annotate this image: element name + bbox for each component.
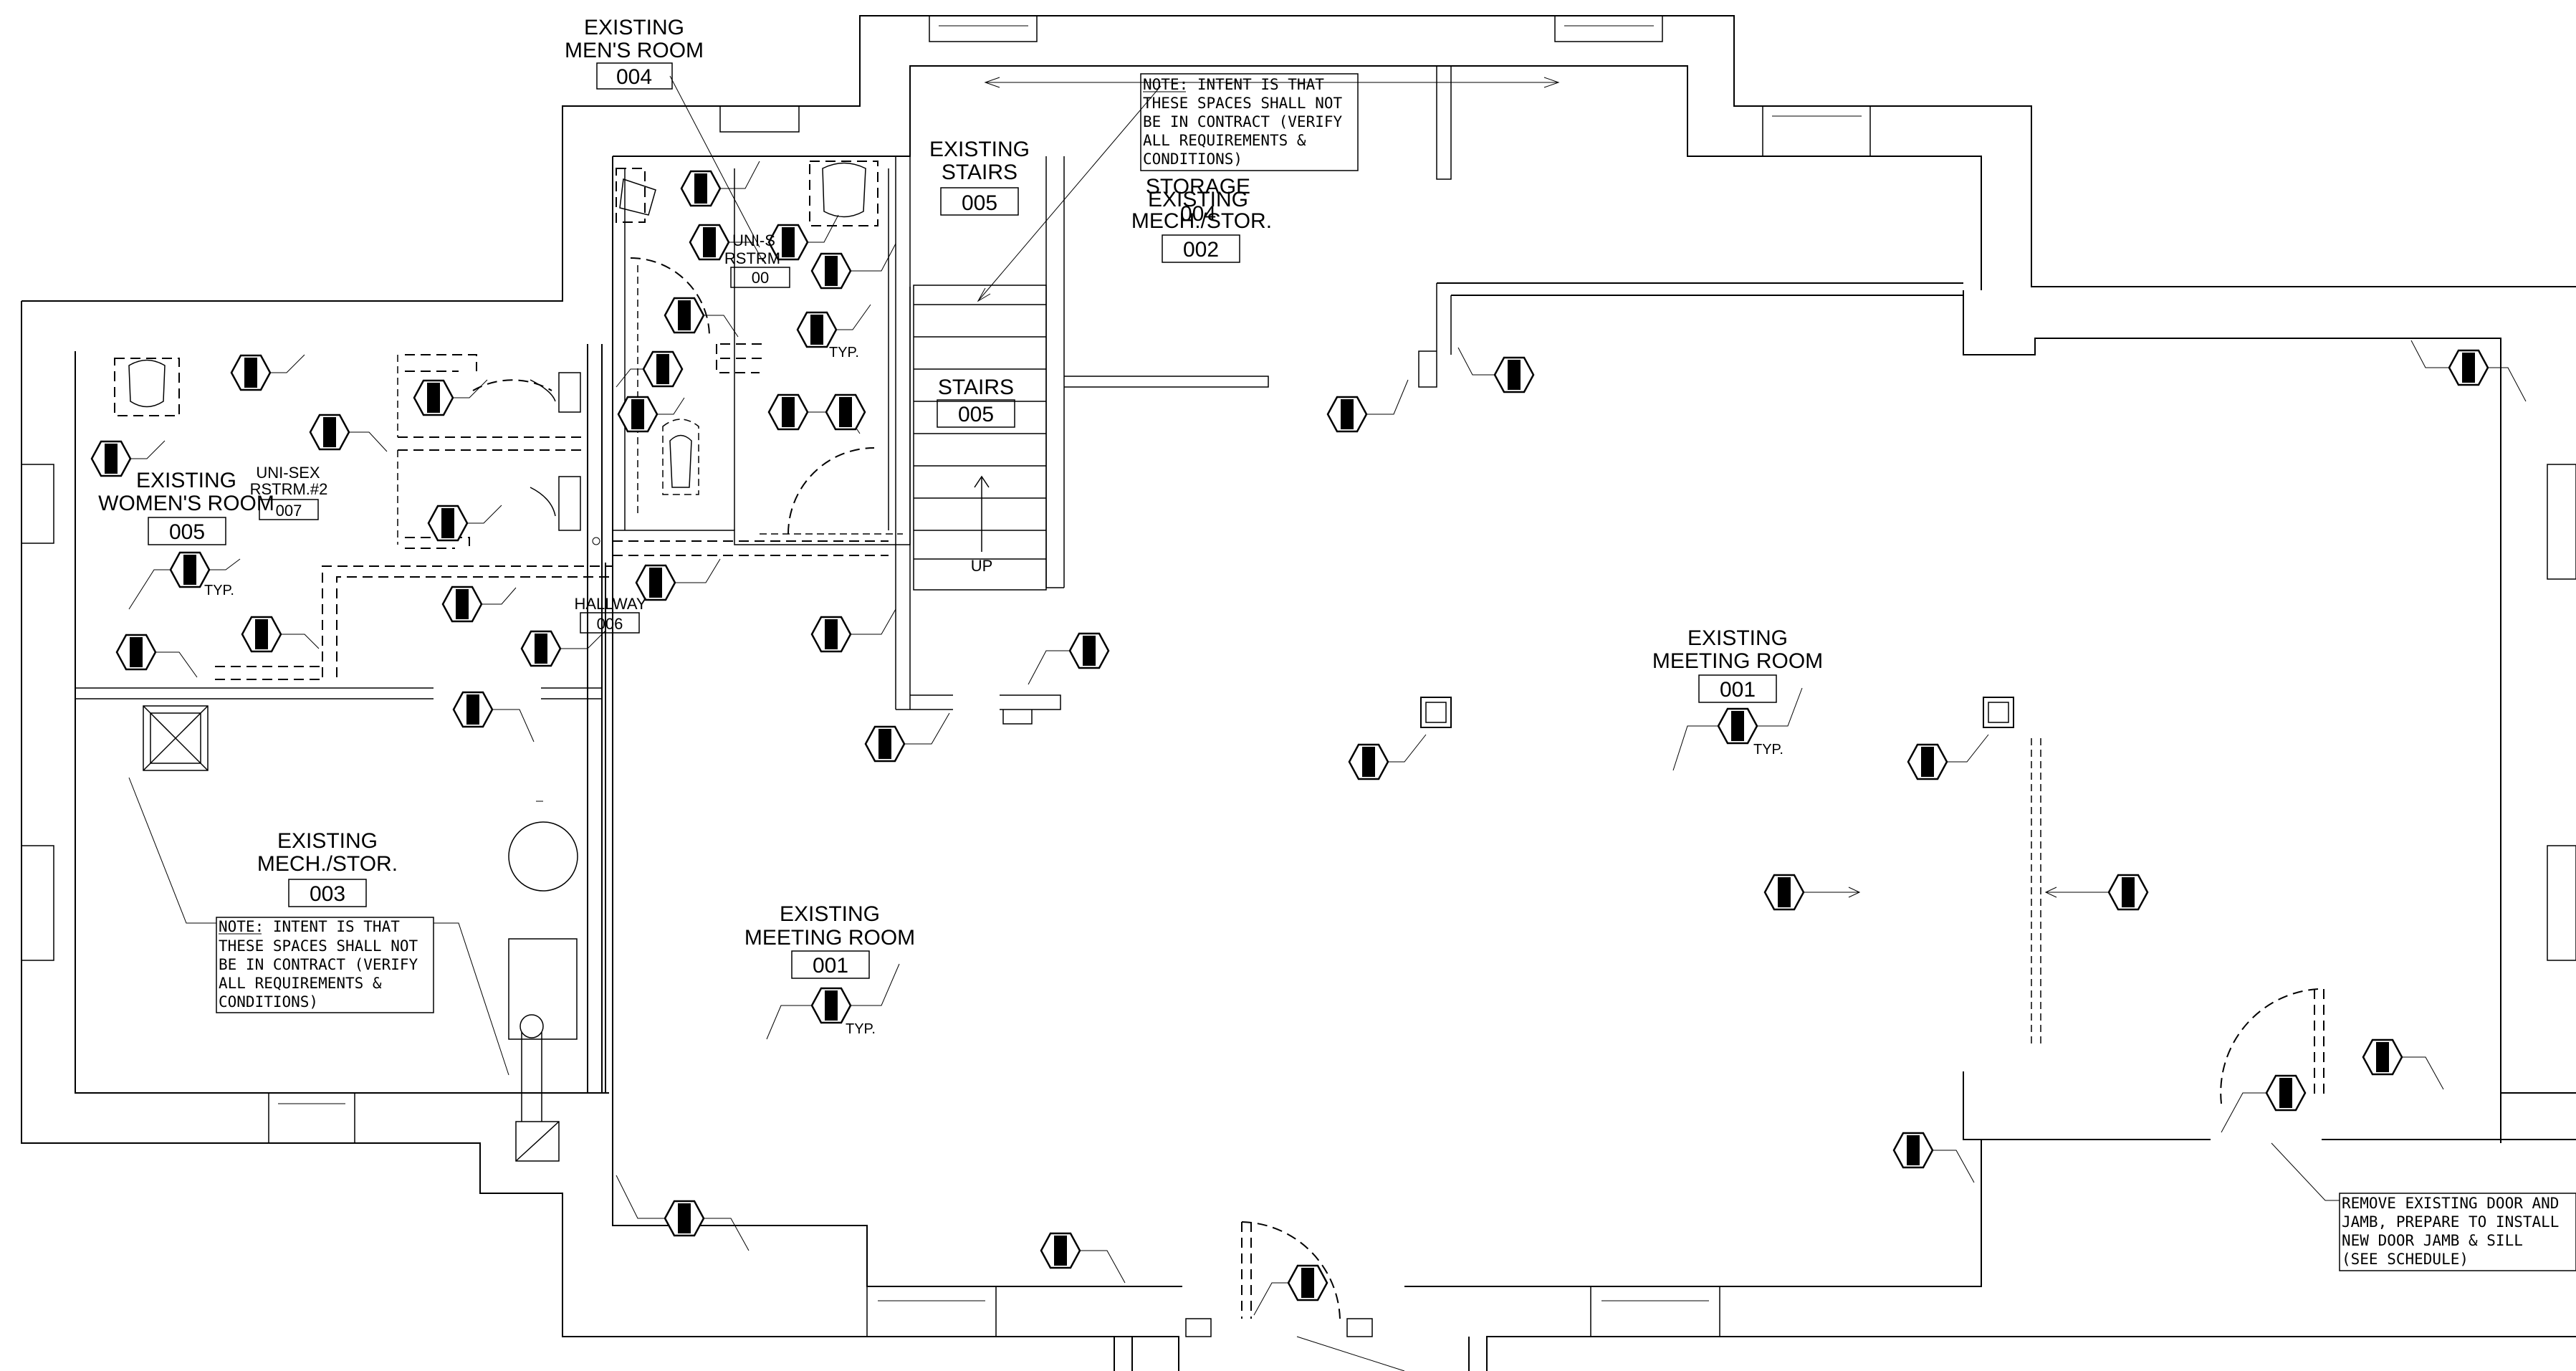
room-number: 001: [813, 954, 848, 978]
room-label-uni-sex-1: UNI-S RSTRM 00: [724, 231, 790, 288]
typ-label: TYP.: [204, 583, 234, 598]
svg-text:CONDITIONS): CONDITIONS): [219, 993, 318, 1011]
plumbing-fixtures: [114, 161, 1373, 1337]
room-number: 005: [962, 191, 997, 215]
svg-text:MEN'S ROOM: MEN'S ROOM: [565, 39, 704, 62]
demolition-lines: [215, 257, 2324, 1319]
room-label-womens-room: EXISTING WOMEN'S ROOM 005: [98, 469, 274, 545]
room-label-mens-room: EXISTING MEN'S ROOM 004: [565, 16, 760, 248]
svg-text:UNI-SEX: UNI-SEX: [256, 464, 320, 482]
room-number: 00: [752, 269, 769, 287]
svg-text:NEW DOOR JAMB & SILL: NEW DOOR JAMB & SILL: [2342, 1232, 2523, 1249]
svg-text:EXISTING: EXISTING: [1148, 188, 1248, 211]
stair-treads: UP: [913, 285, 1047, 591]
svg-text:NOTE: INTENT IS THAT: NOTE: INTENT IS THAT: [1143, 76, 1324, 93]
svg-text:STAIRS: STAIRS: [938, 376, 1014, 399]
room-label-existing-stairs: EXISTING STAIRS 005: [929, 138, 1030, 216]
svg-text:EXISTING: EXISTING: [277, 829, 378, 853]
room-label-meeting-room-right: EXISTING MEETING ROOM 001: [1652, 626, 1823, 703]
left-note: NOTE: INTENT IS THAT THESE SPACES SHALL …: [128, 777, 509, 1076]
svg-text:ALL REQUIREMENTS &: ALL REQUIREMENTS &: [1143, 132, 1306, 149]
exterior-walls: [21, 15, 2576, 1371]
room-label-meeting-room-left: EXISTING MEETING ROOM 001: [744, 902, 915, 979]
room-label-hallway: HALLWAY 006: [574, 595, 647, 634]
room-number: 006: [597, 615, 623, 633]
svg-text:004: 004: [1180, 202, 1216, 226]
up-label: UP: [971, 557, 993, 575]
room-number: 005: [169, 520, 205, 544]
svg-text:MEETING ROOM: MEETING ROOM: [1652, 649, 1823, 673]
svg-text:RSTRM: RSTRM: [724, 249, 780, 267]
svg-text:EXISTING: EXISTING: [584, 16, 684, 39]
room-label-uni-sex-2: UNI-SEX RSTRM.#2 007: [250, 464, 328, 520]
room-label-storage: STORAGE EXISTING 004 MECH./STOR. 002: [1131, 175, 1272, 263]
svg-text:EXISTING: EXISTING: [1687, 626, 1788, 650]
svg-text:HALLWAY: HALLWAY: [574, 595, 646, 613]
typ-label: TYP.: [846, 1021, 876, 1037]
svg-text:CONDITIONS): CONDITIONS): [1143, 151, 1242, 168]
svg-text:NOTE: INTENT IS THAT: NOTE: INTENT IS THAT: [219, 918, 400, 935]
top-note: NOTE: INTENT IS THAT THESE SPACES SHALL …: [977, 73, 1560, 302]
svg-text:ALL REQUIREMENTS &: ALL REQUIREMENTS &: [219, 975, 382, 992]
hexagon-keynote-icon: [90, 161, 2527, 1316]
room-number: 004: [616, 65, 652, 89]
typ-label: TYP.: [829, 345, 859, 360]
room-number: 001: [1720, 678, 1756, 702]
svg-text:UNI-S: UNI-S: [732, 231, 775, 249]
svg-text:THESE SPACES SHALL NOT: THESE SPACES SHALL NOT: [219, 937, 418, 955]
room-label-mech-stor: EXISTING MECH./STOR. 003: [257, 829, 398, 907]
room-number: 003: [310, 882, 345, 906]
svg-text:EXISTING: EXISTING: [136, 469, 236, 492]
svg-text:MECH./STOR.: MECH./STOR.: [257, 852, 398, 876]
door-note: REMOVE EXISTING DOOR AND JAMB, PREPARE T…: [1296, 1142, 2576, 1371]
typ-label: TYP.: [1753, 742, 1783, 758]
svg-text:JAMB, PREPARE TO INSTALL: JAMB, PREPARE TO INSTALL: [2342, 1213, 2559, 1231]
svg-text:RSTRM.#2: RSTRM.#2: [250, 480, 328, 498]
svg-text:BE IN CONTRACT (VERIFY: BE IN CONTRACT (VERIFY: [1143, 113, 1343, 130]
svg-text:STAIRS: STAIRS: [942, 161, 1018, 184]
room-label-stairs: STAIRS 005: [937, 376, 1015, 428]
svg-text:MECH./STOR.: MECH./STOR.: [1131, 209, 1272, 233]
svg-text:(SEE SCHEDULE): (SEE SCHEDULE): [2342, 1251, 2469, 1268]
svg-text:BE IN CONTRACT (VERIFY: BE IN CONTRACT (VERIFY: [219, 956, 418, 973]
square-column-icon: [1420, 697, 2014, 728]
room-number: 007: [276, 502, 302, 520]
windows: [21, 15, 2576, 1337]
room-number: 005: [958, 403, 994, 426]
svg-text:THESE SPACES SHALL NOT: THESE SPACES SHALL NOT: [1143, 95, 1343, 112]
svg-text:MEETING ROOM: MEETING ROOM: [744, 926, 915, 950]
svg-text:EXISTING: EXISTING: [929, 138, 1030, 161]
svg-text:REMOVE EXISTING DOOR AND: REMOVE EXISTING DOOR AND: [2342, 1195, 2559, 1212]
room-number: 002: [1183, 238, 1219, 262]
svg-text:STORAGE: STORAGE: [1146, 175, 1250, 199]
svg-text:WOMEN'S ROOM: WOMEN'S ROOM: [98, 492, 274, 515]
svg-text:EXISTING: EXISTING: [780, 902, 880, 926]
interior-partitions: [75, 66, 1963, 1093]
